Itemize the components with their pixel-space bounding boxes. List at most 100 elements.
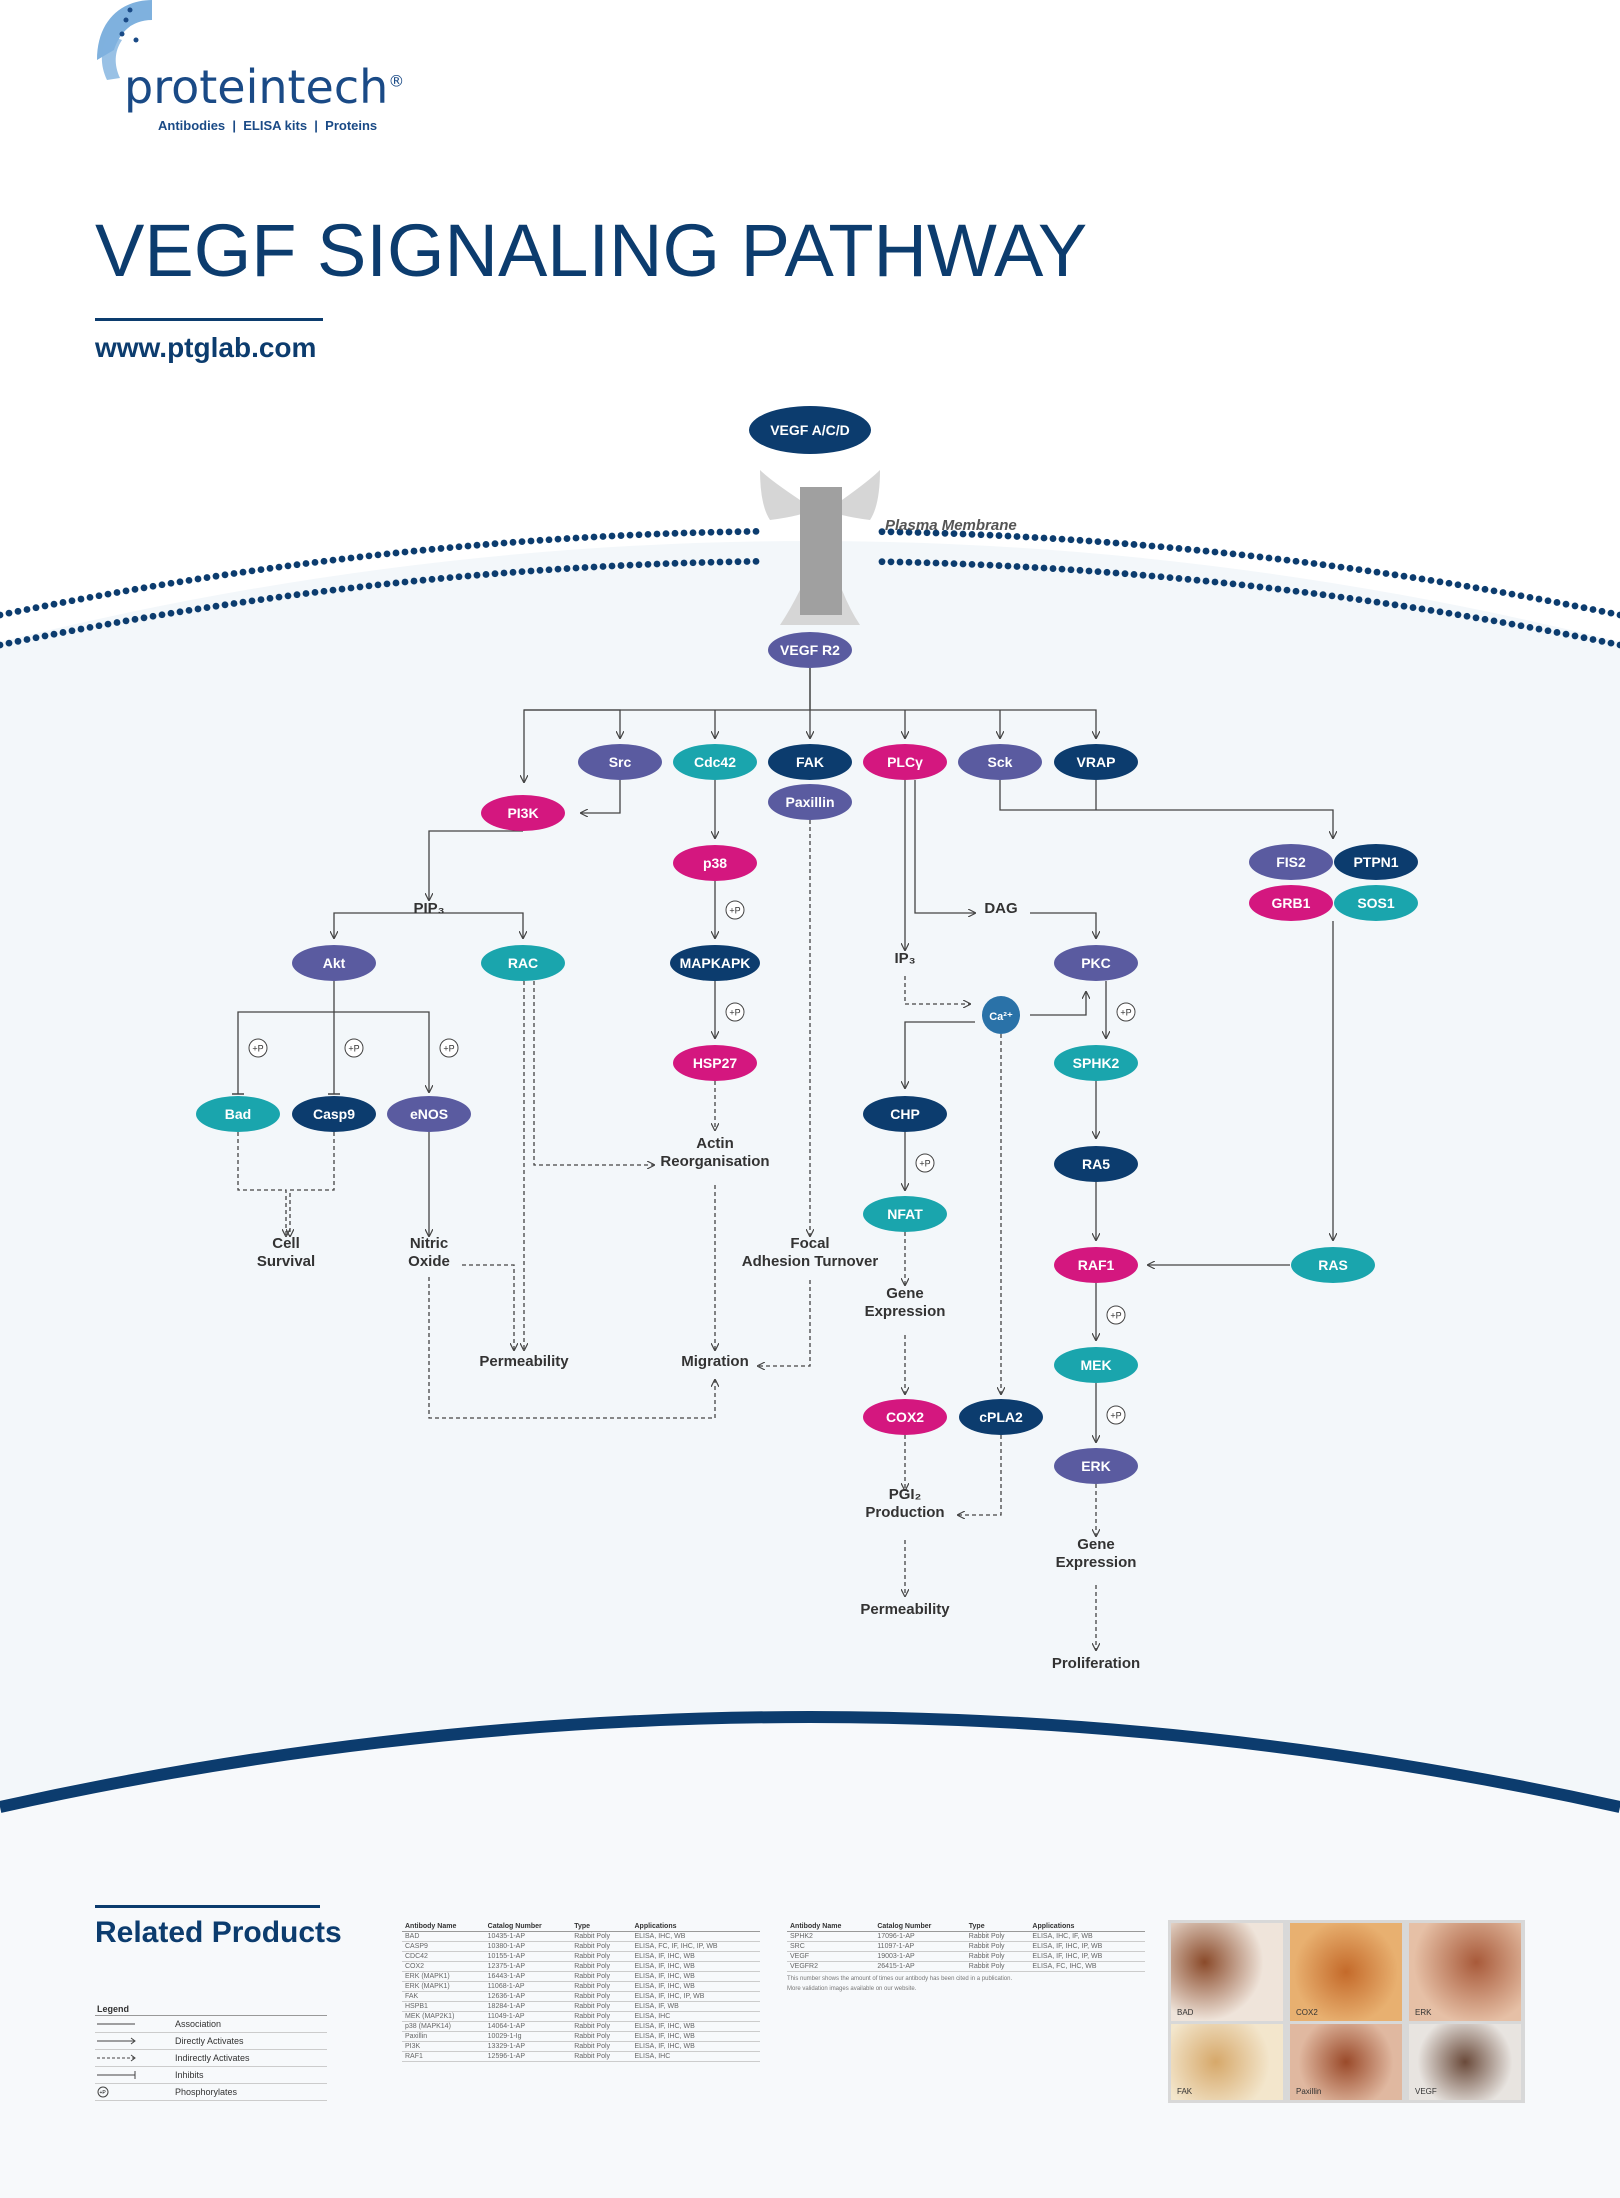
membrane-dot (338, 585, 346, 593)
membrane-dot (284, 562, 292, 570)
table-cell: CASP9 (402, 1941, 485, 1952)
membrane-dot (68, 597, 76, 605)
table-cell: ELISA, IHC, IF, WB (1029, 1931, 1145, 1942)
table-cell: ELISA, IHC (631, 2011, 760, 2022)
membrane-dot (671, 559, 679, 567)
ihc-image[interactable]: FAK (1171, 2024, 1283, 2100)
node-vegf[interactable]: VEGF A/C/D (749, 406, 871, 454)
membrane-dot (1229, 580, 1237, 588)
membrane-dot (1598, 607, 1606, 615)
node-ra5[interactable]: RA5 (1054, 1146, 1138, 1182)
node-fis2[interactable]: FIS2 (1249, 844, 1333, 880)
node-vrap[interactable]: VRAP (1054, 744, 1138, 780)
node-plcg[interactable]: PLCγ (863, 744, 947, 780)
membrane-dot (1364, 567, 1372, 575)
node-cox2[interactable]: COX2 (863, 1399, 947, 1435)
node-rac[interactable]: RAC (481, 945, 565, 981)
membrane-dot (1031, 564, 1039, 571)
node-fak[interactable]: FAK (768, 744, 852, 780)
membrane-dot (1301, 588, 1309, 596)
node-hsp27[interactable]: HSP27 (673, 1045, 757, 1081)
membrane-dot (158, 581, 166, 589)
membrane-dot (158, 611, 166, 619)
website-link[interactable]: www.ptglab.com (95, 332, 317, 363)
node-chp[interactable]: CHP (863, 1096, 947, 1132)
membrane-dot (698, 559, 706, 566)
membrane-dot (1346, 594, 1354, 602)
membrane-dot (464, 572, 472, 580)
membrane-dot (572, 564, 580, 572)
membrane-dot (491, 540, 499, 548)
node-casp9[interactable]: Casp9 (292, 1096, 376, 1132)
membrane-dot (1472, 584, 1480, 592)
membrane-dot (1049, 565, 1057, 572)
node-src[interactable]: Src (578, 744, 662, 780)
node-bad[interactable]: Bad (196, 1096, 280, 1132)
membrane-dot (608, 532, 616, 540)
node-ras[interactable]: RAS (1291, 1247, 1375, 1283)
membrane-dot (878, 558, 886, 566)
node-ptpn1[interactable]: PTPN1 (1334, 844, 1418, 880)
table-cell: Rabbit Poly (965, 1941, 1030, 1952)
node-raf1[interactable]: RAF1 (1054, 1247, 1138, 1283)
membrane-dot (1202, 577, 1210, 585)
membrane-dot (617, 532, 625, 539)
edge-r2-pi3k (524, 668, 811, 782)
node-label: cPLA2 (979, 1409, 1023, 1425)
node-vegfr2[interactable]: VEGF R2 (768, 632, 852, 668)
membrane-dot (1319, 561, 1327, 569)
membrane-dot (1238, 551, 1246, 559)
ihc-image[interactable]: VEGF (1409, 2024, 1521, 2100)
node-pkc[interactable]: PKC (1054, 945, 1138, 981)
membrane-dot (1139, 541, 1147, 549)
membrane-dot (716, 528, 724, 536)
phosphorylation-badge: +P (344, 1038, 364, 1058)
membrane-dot (1130, 571, 1138, 578)
membrane-dot (446, 544, 454, 551)
node-sos1[interactable]: SOS1 (1334, 885, 1418, 921)
table-cell: 17096-1-AP (874, 1931, 966, 1942)
membrane-dot (320, 587, 328, 595)
node-sphk2[interactable]: SPHK2 (1054, 1045, 1138, 1081)
membrane-dot (923, 529, 931, 537)
node-pi3k[interactable]: PI3K (481, 795, 565, 831)
membrane-dot (302, 590, 310, 597)
node-sck[interactable]: Sck (958, 744, 1042, 780)
node-p38[interactable]: p38 (673, 845, 757, 881)
node-label: HSP27 (693, 1055, 738, 1071)
legend-row-direct: Directly Activates (95, 2033, 327, 2050)
table-cell: 10380-1-AP (484, 1941, 572, 1952)
ihc-image[interactable]: COX2 (1290, 1923, 1402, 2021)
membrane-dot (50, 630, 58, 638)
node-mek[interactable]: MEK (1054, 1347, 1138, 1383)
membrane-dot (545, 566, 553, 574)
ihc-image[interactable]: ERK (1409, 1923, 1521, 2021)
membrane-dot (1571, 602, 1579, 610)
node-erk[interactable]: ERK (1054, 1448, 1138, 1484)
node-label: VRAP (1077, 754, 1116, 770)
node-grb1[interactable]: GRB1 (1249, 885, 1333, 921)
membrane-dot (167, 579, 175, 587)
node-enos[interactable]: eNOS (387, 1096, 471, 1132)
node-cdc42[interactable]: Cdc42 (673, 744, 757, 780)
membrane-dot (95, 592, 103, 600)
membrane-dot (0, 611, 4, 619)
legend-row-association: Association (95, 2016, 327, 2033)
table-cell: BAD (402, 1931, 485, 1942)
node-akt[interactable]: Akt (292, 945, 376, 981)
node-mapkapk[interactable]: MAPKAPK (670, 945, 760, 981)
node-ca[interactable]: Ca²⁺ (982, 996, 1020, 1034)
membrane-dot (122, 587, 130, 595)
node-paxillin[interactable]: Paxillin (768, 784, 852, 820)
membrane-dot (1220, 549, 1228, 557)
membrane-dot (482, 541, 490, 548)
ihc-image[interactable]: Paxillin (1290, 2024, 1402, 2100)
node-label: Casp9 (313, 1106, 355, 1122)
node-nfat[interactable]: NFAT (863, 1196, 947, 1232)
membrane-dot (428, 545, 436, 553)
svg-text:+P: +P (729, 1008, 740, 1018)
node-cpla2[interactable]: cPLA2 (959, 1399, 1043, 1435)
membrane-dot (743, 558, 751, 565)
ihc-image[interactable]: BAD (1171, 1923, 1283, 2021)
